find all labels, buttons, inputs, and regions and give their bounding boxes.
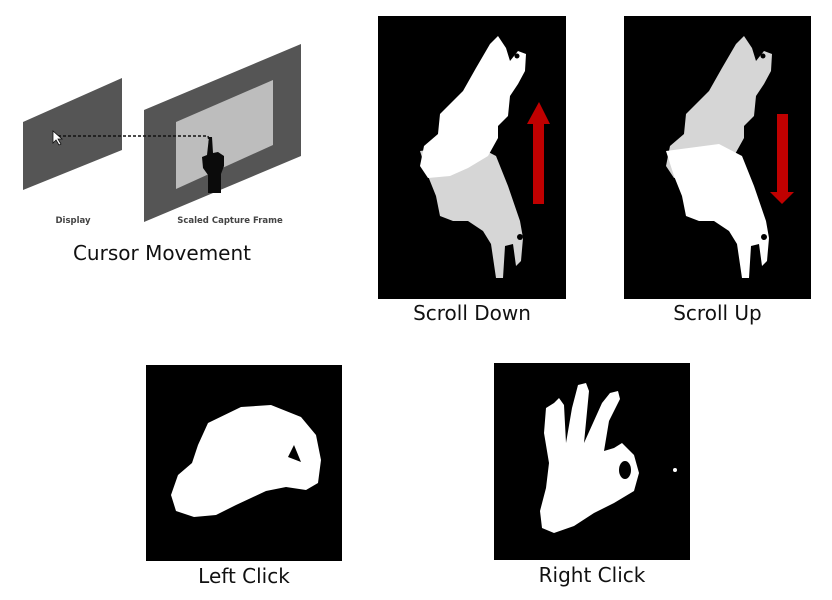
- scroll-up-caption: Scroll Up: [673, 301, 762, 325]
- display-panel: [23, 78, 122, 190]
- display-label: Display: [55, 216, 91, 226]
- hand-upper-shape: [420, 36, 526, 178]
- capture-frame-label: Scaled Capture Frame: [177, 216, 283, 226]
- right-click-caption: Right Click: [538, 563, 646, 587]
- scroll-down-image: [378, 16, 566, 299]
- ok-hand-shape: [540, 383, 639, 533]
- arrow-down-icon: [770, 114, 794, 204]
- cursor-icon: [52, 130, 64, 146]
- capture-frame-inner: [176, 80, 273, 189]
- right-click-image: [494, 363, 690, 560]
- arrow-up-icon: [527, 102, 550, 204]
- cursor-movement-illustration: [18, 40, 318, 235]
- scroll-up-image: [624, 16, 811, 299]
- fist-shape: [171, 405, 321, 517]
- cursor-movement-caption: Cursor Movement: [72, 241, 252, 265]
- cursor-path: [58, 135, 212, 151]
- hand-lower-shape: [666, 144, 769, 278]
- left-click-caption: Left Click: [198, 564, 290, 588]
- hand-lower-shape: [420, 144, 523, 278]
- left-click-image: [146, 365, 342, 561]
- pointing-hand-icon: [202, 137, 224, 193]
- scroll-down-caption: Scroll Down: [413, 301, 531, 325]
- hand-upper-shape: [666, 36, 772, 178]
